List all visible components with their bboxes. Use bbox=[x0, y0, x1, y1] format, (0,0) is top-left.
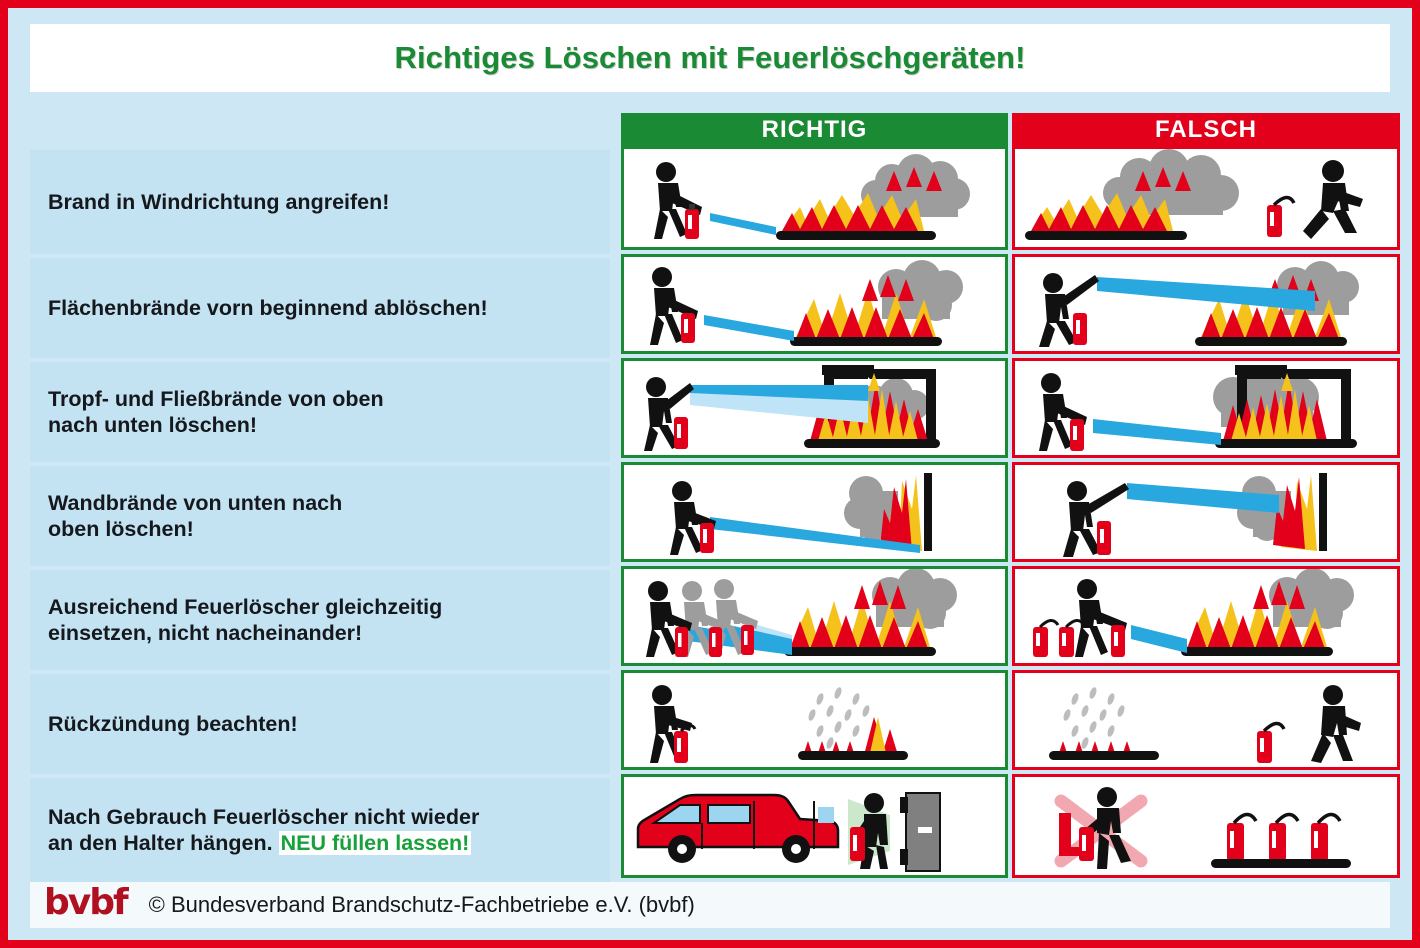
panel-richtig-6 bbox=[621, 670, 1008, 770]
van bbox=[636, 793, 840, 863]
panel-falsch-7 bbox=[1012, 774, 1400, 878]
illustration-surface-fire-back-wrong bbox=[1039, 261, 1359, 347]
instruction-label-7-line1: Nach Gebrauch Feuerlöscher nicht wieder bbox=[48, 804, 480, 829]
instruction-row-7: Nach Gebrauch Feuerlöscher nicht wieder … bbox=[30, 778, 610, 882]
illustration-three-extinguishers-correct bbox=[646, 569, 957, 657]
running-person bbox=[1303, 160, 1363, 239]
column-header-richtig-label: RICHTIG bbox=[761, 115, 868, 143]
instruction-label-1: Brand in Windrichtung angreifen! bbox=[48, 189, 390, 214]
text-col-spacer bbox=[30, 113, 610, 146]
door bbox=[900, 792, 941, 872]
panel-falsch-5 bbox=[1012, 566, 1400, 666]
instruction-label-7-highlight: NEU füllen lassen! bbox=[278, 831, 472, 855]
walking-person bbox=[1311, 685, 1361, 763]
instruction-row-5: Ausreichend Feuerlöscher gleichzeitig ei… bbox=[30, 570, 610, 670]
illustration-service-van-correct bbox=[636, 792, 941, 872]
copyright-text: © Bundesverband Brandschutz-Fachbetriebe… bbox=[148, 892, 695, 917]
panel-falsch-2 bbox=[1012, 254, 1400, 354]
instruction-label-2: Flächenbrände vorn beginnend ablöschen! bbox=[48, 295, 488, 320]
instruction-row-2: Flächenbrände vorn beginnend ablöschen! bbox=[30, 258, 610, 358]
illustration-wind-direction-wrong bbox=[1025, 149, 1363, 240]
extinguisher-row bbox=[1227, 812, 1342, 861]
illustration-wall-fire-top-wrong bbox=[1063, 473, 1327, 557]
instruction-label-7: Nach Gebrauch Feuerlöscher nicht wieder … bbox=[48, 804, 479, 856]
illustration-wall-fire-bottom-correct bbox=[670, 473, 932, 555]
illustration-wind-direction-correct bbox=[654, 154, 970, 240]
column-header-falsch: FALSCH bbox=[1012, 113, 1400, 146]
instruction-row-1: Brand in Windrichtung angreifen! bbox=[30, 150, 610, 254]
title-bar: Richtiges Löschen mit Feuerlöschgeräten! bbox=[30, 24, 1390, 92]
richtig-panel-column bbox=[621, 146, 1008, 882]
instruction-label-5: Ausreichend Feuerlöscher gleichzeitig ei… bbox=[48, 594, 442, 646]
illustration-reignition-watch-correct bbox=[650, 685, 908, 763]
page-title: Richtiges Löschen mit Feuerlöschgeräten! bbox=[394, 40, 1026, 75]
panel-richtig-4 bbox=[621, 462, 1008, 562]
illustration-reignition-ignored-wrong bbox=[1049, 685, 1361, 763]
bvbf-logo: bvbf bbox=[44, 882, 129, 923]
instruction-text-column: Brand in Windrichtung angreifen! Flächen… bbox=[30, 113, 610, 886]
instruction-label-4: Wandbrände von unten nach oben löschen! bbox=[48, 490, 342, 542]
instruction-label-3-line2: nach unten löschen! bbox=[48, 413, 258, 437]
instruction-label-3-line1: Tropf- und Fließbrände von oben bbox=[48, 386, 384, 411]
panel-richtig-3 bbox=[621, 358, 1008, 458]
panel-falsch-4 bbox=[1012, 462, 1400, 562]
panel-falsch-6 bbox=[1012, 670, 1400, 770]
instruction-label-5-line2: einsetzen, nicht nacheinander! bbox=[48, 621, 363, 645]
instruction-label-7-line2: an den Halter hängen. NEU füllen lassen! bbox=[48, 830, 479, 856]
panel-richtig-5 bbox=[621, 566, 1008, 666]
instruction-label-5-line1: Ausreichend Feuerlöscher gleichzeitig bbox=[48, 594, 443, 619]
panel-richtig-2 bbox=[621, 254, 1008, 354]
illustration-sequential-extinguishers-wrong bbox=[1033, 569, 1354, 657]
column-header-richtig: RICHTIG bbox=[621, 113, 1008, 146]
panel-falsch-1 bbox=[1012, 146, 1400, 250]
falsch-panel-column bbox=[1012, 146, 1400, 882]
instruction-label-4-line1: Wandbrände von unten nach bbox=[48, 490, 343, 515]
instruction-label-7-plain: an den Halter hängen. bbox=[48, 831, 279, 855]
panel-falsch-3 bbox=[1012, 358, 1400, 458]
illustration-rehang-extinguisher-wrong bbox=[1054, 787, 1351, 869]
panel-richtig-1 bbox=[621, 146, 1008, 250]
poster-inner: Richtiges Löschen mit Feuerlöschgeräten!… bbox=[8, 8, 1412, 940]
illustration-dripping-fire-bottom-wrong bbox=[1039, 365, 1357, 451]
column-header-falsch-label: FALSCH bbox=[1155, 115, 1257, 143]
illustration-dripping-fire-top-correct bbox=[644, 365, 940, 451]
illustration-surface-fire-front-correct bbox=[650, 260, 963, 346]
footer: bvbf © Bundesverband Brandschutz-Fachbet… bbox=[30, 882, 1390, 928]
instruction-label-4-line2: oben löschen! bbox=[48, 517, 194, 541]
instruction-label-6: Rückzündung beachten! bbox=[48, 711, 298, 736]
instruction-row-4: Wandbrände von unten nach oben löschen! bbox=[30, 466, 610, 566]
instruction-row-3: Tropf- und Fließbrände von oben nach unt… bbox=[30, 362, 610, 462]
wall-bracket bbox=[1059, 813, 1079, 856]
instruction-row-6: Rückzündung beachten! bbox=[30, 674, 610, 774]
instruction-label-3: Tropf- und Fließbrände von oben nach unt… bbox=[48, 386, 384, 438]
panel-richtig-7 bbox=[621, 774, 1008, 878]
